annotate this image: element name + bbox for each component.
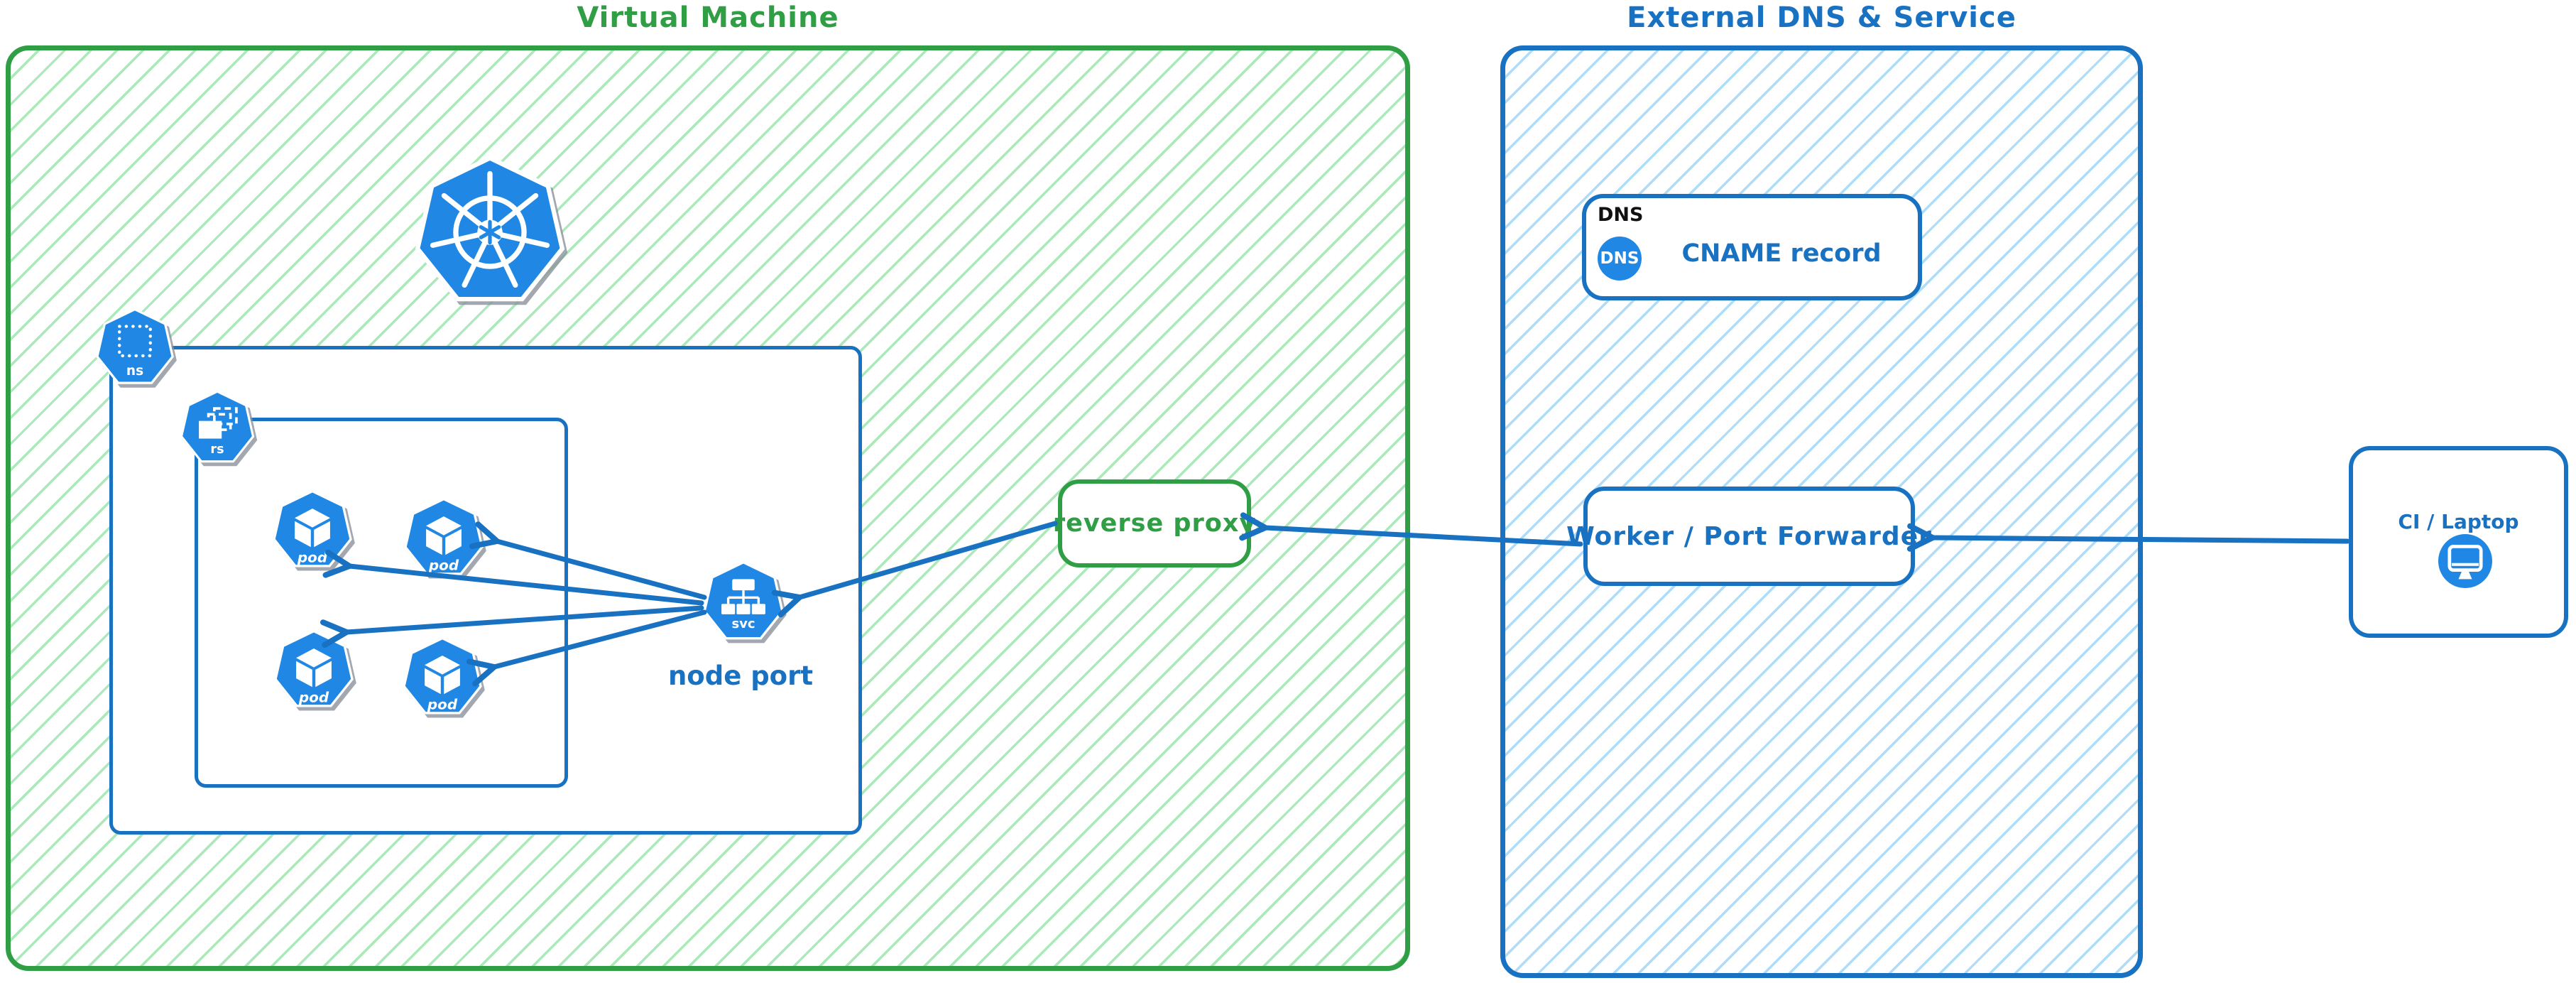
pod-badge-text: pod (297, 549, 328, 565)
kubernetes-logo-icon (415, 156, 565, 302)
service-badge-text: svc (731, 617, 755, 631)
reverse-proxy-box: reverse proxy (1053, 479, 1255, 567)
worker-card: Worker / Port Forwarder (1566, 487, 1931, 586)
dns-heading: DNS (1598, 204, 1644, 226)
dns-record-card: DNS DNS CNAME record (1582, 194, 1922, 300)
pod-icon: pod (273, 489, 352, 567)
replicaset-icon: rs (180, 390, 255, 463)
pod-badge-text: pod (428, 557, 459, 573)
namespace-badge-text: ns (126, 364, 143, 379)
reverse-proxy-label: reverse proxy (1052, 509, 1257, 538)
ci-laptop-label: CI / Laptop (2398, 510, 2519, 533)
replicaset-badge-text: rs (210, 442, 224, 457)
ci-laptop-card: CI / Laptop (2349, 446, 2568, 638)
namespace-icon: ns (96, 308, 174, 384)
pod-icon: pod (403, 636, 482, 715)
node-port-label: node port (667, 661, 814, 691)
service-icon: svc (703, 560, 784, 640)
worker-label: Worker / Port Forwarder (1566, 521, 1932, 551)
virtual-machine-title: Virtual Machine (577, 1, 839, 34)
pod-badge-text: pod (427, 696, 458, 712)
replicaset-box (195, 418, 568, 788)
dns-badge-icon: DNS (1598, 237, 1642, 281)
laptop-icon (2438, 534, 2492, 588)
pod-badge-text: pod (298, 689, 329, 705)
pod-icon: pod (274, 629, 354, 707)
cname-record-label: CNAME record (1681, 239, 1882, 268)
pod-icon: pod (404, 497, 484, 575)
external-dns-title: External DNS & Service (1627, 1, 2016, 34)
